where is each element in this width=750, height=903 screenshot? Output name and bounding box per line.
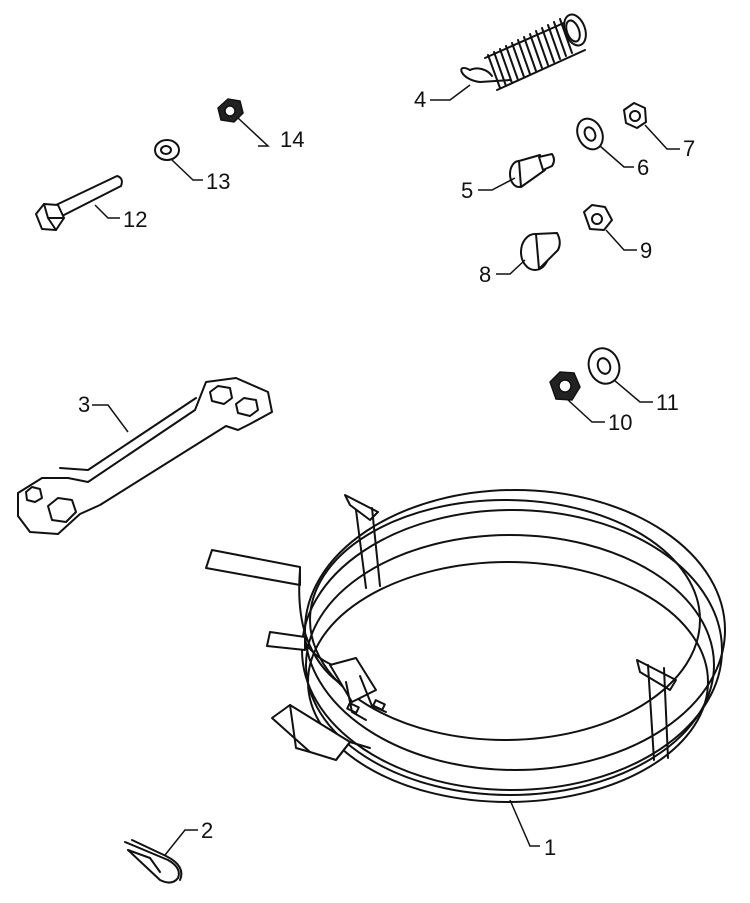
part-7-nut [623,102,647,129]
callout-11: 11 [656,390,679,415]
part-9-nut [583,204,613,231]
part-6-washer [576,117,604,151]
part-3-wrench [17,377,273,535]
callout-8: 8 [479,262,491,287]
callout-5: 5 [461,178,473,203]
part-8-carriage-bolt [520,232,561,271]
callout-labels: 1 2 3 4 5 6 7 8 9 10 11 12 13 14 [78,87,695,860]
callout-1: 1 [544,835,556,860]
part-2-hairpin-clip [124,839,183,884]
callout-10: 10 [608,410,632,435]
part-12-bolt [35,175,123,231]
callout-3: 3 [78,392,90,417]
callout-9: 9 [640,238,652,263]
part-1-cable-coil [205,489,726,803]
callout-4: 4 [414,87,426,112]
callout-7: 7 [683,136,695,161]
callout-12: 12 [123,207,147,232]
part-13-washer [154,139,180,161]
callout-6: 6 [637,155,649,180]
callout-2: 2 [201,818,213,843]
callout-14: 14 [280,127,304,152]
callout-13: 13 [206,169,230,194]
part-14-nut [217,98,244,123]
part-4-spring [460,13,587,91]
part-5-pin [509,153,555,188]
part-10-nut [549,371,581,401]
part-11-washer [587,347,621,385]
leader-lines [92,84,680,856]
